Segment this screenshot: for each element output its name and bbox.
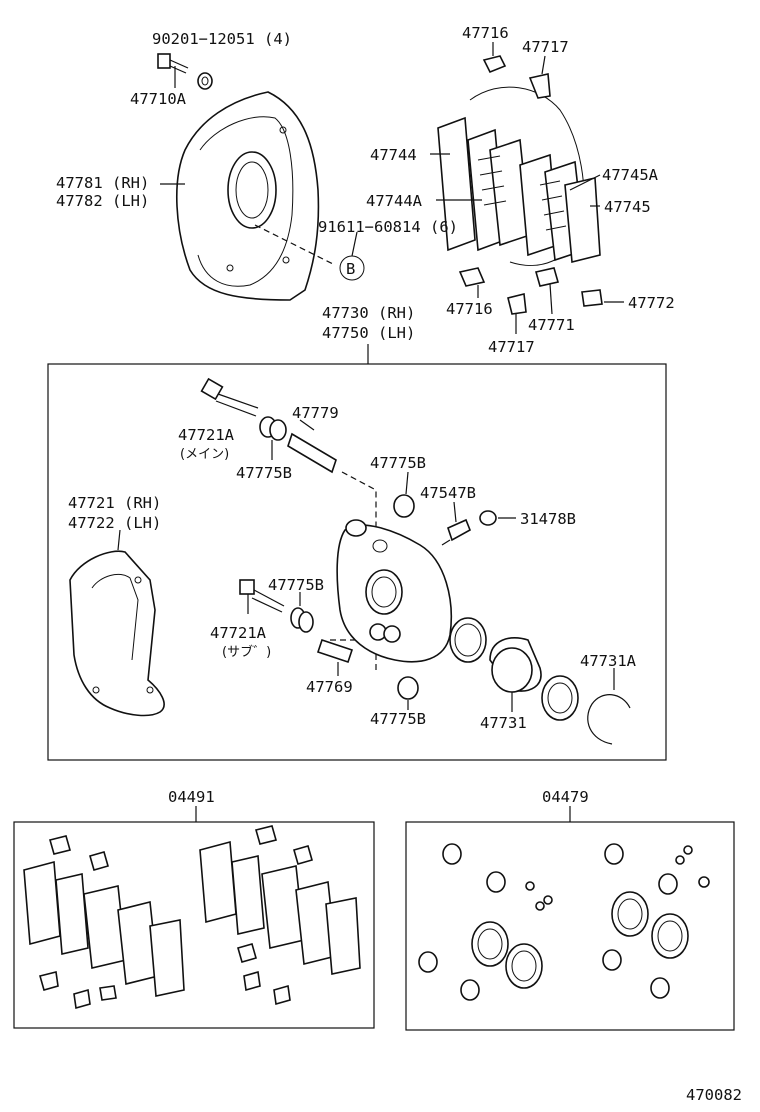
kit-04479-contents	[418, 843, 710, 1001]
label-47717-bot: 47717	[488, 338, 535, 356]
bleeder-47547B	[441, 518, 472, 546]
boot-47731A	[541, 675, 579, 721]
label-47745: 47745	[604, 198, 651, 216]
label-47744A: 47744A	[366, 192, 423, 210]
piston-47731	[489, 636, 542, 693]
label-47745A: 47745A	[602, 166, 659, 184]
diagram-id: 470082	[686, 1086, 742, 1104]
label-47772: 47772	[628, 294, 675, 312]
leader-47721	[117, 529, 121, 551]
bolt-47721A-main	[200, 377, 259, 417]
label-ref-b: B	[346, 260, 355, 278]
label-47547B: 47547B	[420, 484, 476, 502]
caliper-assembly-box	[47, 363, 667, 761]
leader-47771	[549, 283, 553, 315]
leader-47779	[299, 419, 315, 431]
label-47721A-sub: 47721A	[210, 624, 267, 642]
label-47781: 47781 (RH)	[56, 174, 149, 192]
mounting-47721	[69, 550, 165, 717]
label-47775B-4: 47775B	[370, 710, 426, 728]
pin-47769	[316, 638, 354, 664]
bushing-47775B-2	[393, 494, 415, 518]
label-47769: 47769	[306, 678, 353, 696]
clip-47717-top	[528, 73, 551, 99]
label-47721A-sub-note: (サブ゛)	[222, 644, 271, 660]
label-47775B-3: 47775B	[268, 576, 324, 594]
leader-47547B	[453, 501, 457, 523]
leader-91611	[351, 231, 358, 257]
clip-47716-bot	[458, 267, 486, 287]
label-47730: 47730 (RH)	[322, 304, 415, 322]
seal-47731A	[449, 617, 487, 663]
bushing-47775B-1	[259, 416, 287, 441]
cap-31478B	[479, 510, 497, 526]
kit-box-04491	[13, 821, 375, 1029]
pin-47779	[287, 432, 337, 474]
leader-47717-top	[541, 55, 546, 75]
label-47716-bot: 47716	[446, 300, 493, 318]
label-47717-top: 47717	[522, 38, 569, 56]
caliper-body	[336, 519, 453, 663]
kit-box-04479	[405, 821, 735, 1031]
label-47782: 47782 (LH)	[56, 192, 149, 210]
leader-screw-b	[254, 224, 336, 266]
label-47716-top: 47716	[462, 24, 509, 42]
leader-47775B-2	[405, 471, 409, 495]
label-47710A: 47710A	[130, 90, 187, 108]
label-47722: 47722 (LH)	[68, 514, 161, 532]
clip-47772	[581, 289, 603, 307]
label-47721A-main-note: (メイン)	[180, 447, 229, 462]
bolt-90201	[157, 53, 213, 90]
label-91611: 91611−60814 (6)	[318, 218, 458, 236]
label-47771: 47771	[528, 316, 575, 334]
label-04491: 04491	[168, 788, 215, 806]
dash-upper	[341, 471, 377, 530]
label-47721A-main: 47721A	[178, 426, 235, 444]
label-31478B: 31478B	[520, 510, 576, 528]
label-47731: 47731	[480, 714, 527, 732]
clip-47717-bot	[507, 293, 527, 315]
bolt-47721A-sub	[239, 579, 285, 613]
label-47779: 47779	[292, 404, 339, 422]
clip-47716-top	[482, 55, 507, 74]
label-04479: 04479	[542, 788, 589, 806]
bushing-47775B-4	[397, 676, 419, 700]
bushing-47775B-3	[290, 607, 314, 633]
label-47775B-2: 47775B	[370, 454, 426, 472]
pad-kit-top	[437, 86, 601, 266]
leader-47745A	[569, 174, 601, 191]
dust-shield	[175, 91, 320, 301]
label-47775B-1: 47775B	[236, 464, 292, 482]
ring	[587, 694, 631, 745]
label-47750: 47750 (LH)	[322, 324, 415, 342]
label-47744: 47744	[370, 146, 417, 164]
label-47731A: 47731A	[580, 652, 637, 670]
label-47721: 47721 (RH)	[68, 494, 161, 512]
clip-47771	[534, 267, 560, 287]
kit-04491-contents	[23, 825, 361, 1010]
label-90201: 90201−12051 (4)	[152, 30, 292, 48]
